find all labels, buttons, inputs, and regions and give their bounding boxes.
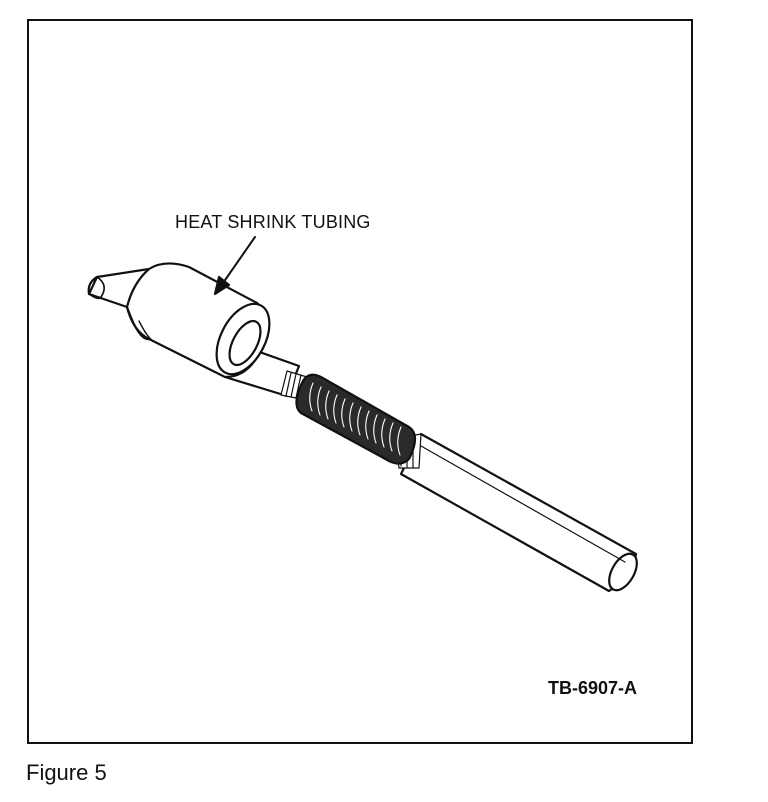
arrow-icon xyxy=(213,236,256,296)
figure-caption: Figure 5 xyxy=(26,760,107,785)
splice-coil xyxy=(295,373,417,465)
drawing-code: TB-6907-A xyxy=(548,678,638,698)
heat-shrink-tube xyxy=(125,262,271,379)
figure-frame: HEAT SHRINK TUBING TB-6907-A xyxy=(27,19,693,744)
splice-coil-windings xyxy=(309,382,402,456)
callout-label: HEAT SHRINK TUBING xyxy=(175,212,371,232)
wire-splice-illustration xyxy=(87,236,638,593)
right-wire-segment xyxy=(399,432,638,593)
